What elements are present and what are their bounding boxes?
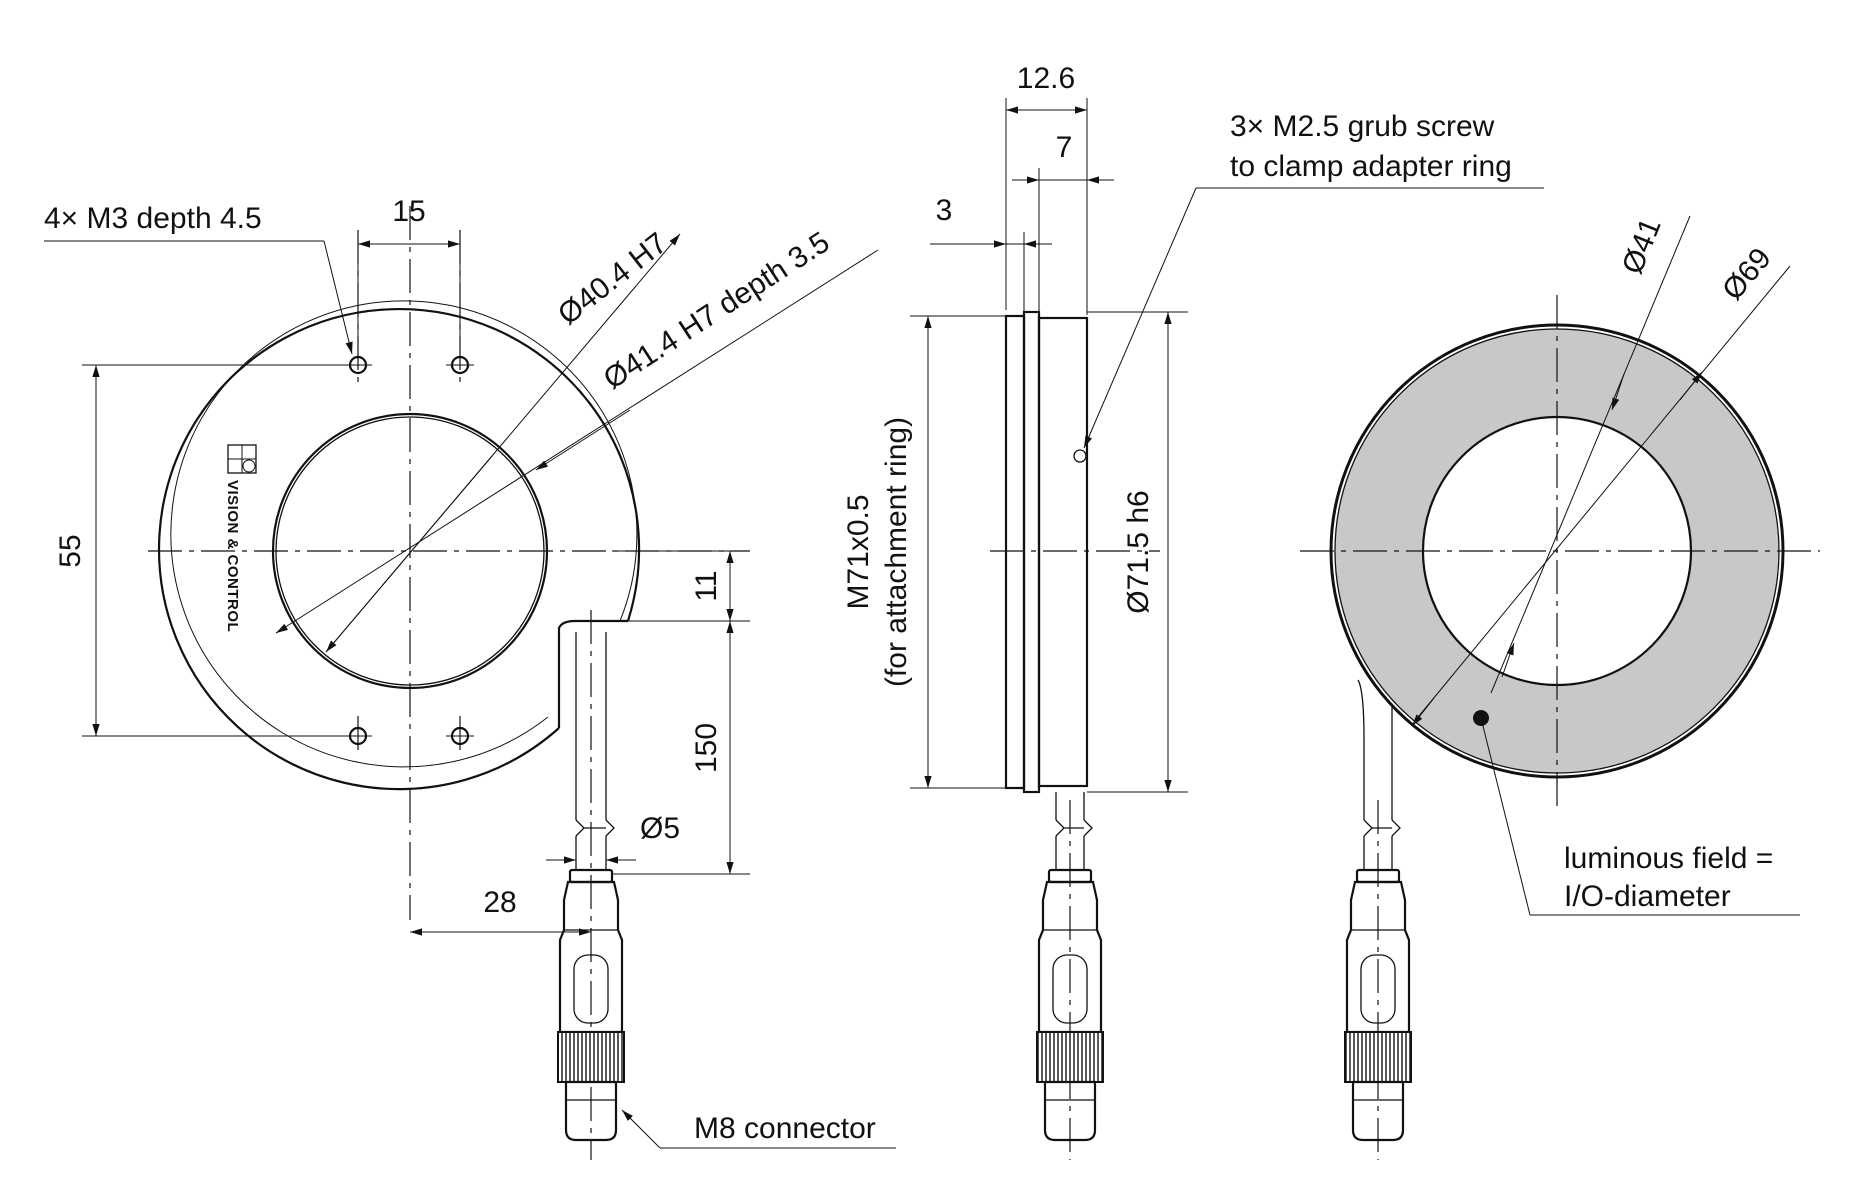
dim-total-width: 12.6 bbox=[1005, 62, 1088, 315]
front-bore-outer bbox=[271, 412, 549, 690]
rear-m8-connector bbox=[1344, 868, 1412, 1142]
grub-screw-icon bbox=[1073, 449, 1087, 463]
luminous-field-label-line2: I/O-diameter bbox=[1564, 880, 1731, 913]
grub-screw-label-line1: 3× M2.5 grub screw bbox=[1230, 110, 1495, 143]
front-body-outline bbox=[157, 307, 641, 791]
front-cable-notch bbox=[557, 619, 628, 728]
side-m8-connector bbox=[1036, 868, 1104, 1142]
mount-holes-callout: 4× M3 depth 4.5 bbox=[44, 202, 353, 355]
luminous-field-label-line1: luminous field = bbox=[1564, 842, 1773, 875]
rear-cable bbox=[1357, 679, 1401, 1160]
vision-control-logo: VISION & CONTROL bbox=[224, 444, 257, 632]
mount-holes-label: 4× M3 depth 4.5 bbox=[44, 202, 262, 235]
dim-cable-length: 150 bbox=[612, 621, 750, 875]
thread-label-line2: (for attachment ring) bbox=[880, 417, 913, 687]
side-outer-diameter-label: Ø71.5 h6 bbox=[1122, 490, 1155, 613]
side-cable bbox=[1055, 792, 1093, 870]
dim-width-3: 3 bbox=[930, 194, 1052, 312]
dim-cable-length-label: 150 bbox=[690, 723, 723, 773]
side-ring-adapter bbox=[1004, 314, 1026, 790]
front-m8-connector bbox=[557, 868, 625, 1142]
dim-side-outer-diameter: Ø71.5 h6 bbox=[1087, 311, 1188, 793]
luminous-field-callout: luminous field = I/O-diameter bbox=[1473, 710, 1800, 916]
dim-cable-diameter-label: Ø5 bbox=[640, 812, 680, 845]
dim-cable-offset-y-label: 11 bbox=[690, 570, 723, 601]
rear-inner-diameter-label: Ø41 bbox=[1616, 214, 1668, 279]
side-view: 12.6 7 3 3× M2.5 grub screw to clamp ada… bbox=[842, 62, 1544, 1160]
dim-width-7-label: 7 bbox=[1056, 131, 1073, 164]
dim-width-7: 7 bbox=[1012, 131, 1114, 312]
front-view: VISION & CONTROL 15 bbox=[44, 195, 896, 1160]
dim-hole-spacing-y: 55 bbox=[54, 364, 345, 737]
dim-hole-spacing-x-label: 15 bbox=[392, 195, 425, 228]
dim-width-3-label: 3 bbox=[936, 194, 953, 227]
connector-label: M8 connector bbox=[694, 1112, 876, 1145]
side-ring-body bbox=[1022, 310, 1041, 794]
rear-view: Ø41 Ø69 luminous field = I/O-diameter bbox=[1300, 214, 1820, 1160]
dim-hole-spacing-x: 15 bbox=[357, 195, 461, 350]
luminous-field bbox=[1335, 329, 1779, 773]
thread-label-line1: M71x0.5 bbox=[842, 494, 875, 609]
dim-bore-diameters: Ø40.4 H7 Ø41.4 H7 depth 3.5 bbox=[275, 226, 879, 653]
front-cable bbox=[575, 610, 615, 1160]
dim-bore-1-label: Ø40.4 H7 bbox=[552, 226, 674, 331]
grub-screw-callout: 3× M2.5 grub screw to clamp adapter ring bbox=[1083, 110, 1544, 449]
side-ring-front bbox=[1037, 316, 1089, 788]
dim-cable-offset-x: 28 bbox=[410, 886, 591, 936]
front-bore-inner bbox=[275, 416, 545, 686]
front-body-inner-rim bbox=[170, 300, 638, 768]
rear-outer-diameter-label: Ø69 bbox=[1716, 242, 1778, 307]
connector-callout: M8 connector bbox=[621, 1109, 896, 1149]
dim-thread: M71x0.5 (for attachment ring) bbox=[842, 315, 1006, 789]
dim-cable-offset-x-label: 28 bbox=[483, 886, 516, 919]
dim-cable-offset-y: 11 bbox=[612, 550, 750, 622]
grub-screw-label-line2: to clamp adapter ring bbox=[1230, 150, 1512, 183]
dim-cable-diameter: Ø5 bbox=[546, 812, 680, 864]
dim-total-width-label: 12.6 bbox=[1017, 62, 1075, 95]
dim-hole-spacing-y-label: 55 bbox=[54, 534, 87, 567]
logo-text: VISION & CONTROL bbox=[224, 480, 241, 632]
